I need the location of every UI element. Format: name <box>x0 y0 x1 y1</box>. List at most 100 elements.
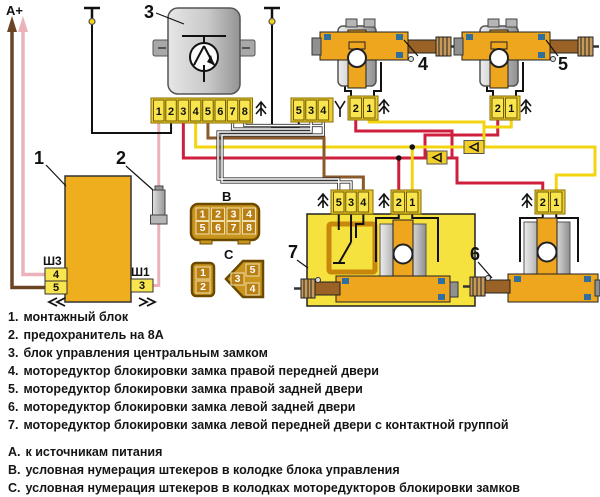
svg-text:1: 1 <box>200 209 206 221</box>
svg-text:4: 4 <box>193 106 200 118</box>
svg-text:5: 5 <box>53 282 59 294</box>
svg-text:4: 4 <box>360 197 367 209</box>
wires <box>7 16 597 291</box>
legend-item: 2.предохранитель на 8А <box>8 328 164 342</box>
actuator7-534-connector: 5 3 4 <box>330 189 374 215</box>
svg-text:1: 1 <box>409 197 415 209</box>
actuator4-connector: 2 1 <box>347 95 379 121</box>
svg-text:3: 3 <box>180 106 186 118</box>
svg-text:3: 3 <box>235 273 241 285</box>
svg-text:3: 3 <box>348 197 354 209</box>
legend-item: 1.монтажный блок <box>8 310 129 324</box>
label-2: 2 <box>116 148 126 168</box>
svg-text:5: 5 <box>205 106 211 118</box>
callout-labels: А+ 1 2 3 4 5 6 7 В С <box>6 2 568 279</box>
arrow-left-icon <box>46 297 66 307</box>
svg-text:6: 6 <box>217 106 223 118</box>
svg-text:1: 1 <box>156 106 162 118</box>
junction-dot-yellow <box>409 144 416 150</box>
svg-text:5: 5 <box>250 264 256 276</box>
label-3: 3 <box>144 2 154 22</box>
power-pink-arrowhead <box>18 16 28 32</box>
label-7: 7 <box>288 242 298 262</box>
red-act4-wire <box>354 118 454 158</box>
svg-text:2: 2 <box>168 106 174 118</box>
svg-text:2: 2 <box>495 103 501 115</box>
fork-ground-icon <box>334 100 346 118</box>
inline-connector-red <box>426 150 448 165</box>
svg-text:4: 4 <box>320 105 327 117</box>
mounting-block: 4 5 3 Ш3 Ш1 <box>43 175 158 307</box>
label-6: 6 <box>470 244 480 264</box>
svg-text:8: 8 <box>246 222 252 234</box>
connector-c-diagram: 1 2 5 3 4 <box>190 259 265 299</box>
svg-text:4: 4 <box>250 283 256 295</box>
actuator6-connector: 2 1 <box>534 189 566 215</box>
legend-note: А.к источникам питания <box>8 445 163 459</box>
fuse <box>150 185 168 225</box>
actuator-right-rear <box>453 18 599 96</box>
actuator5-connector: 2 1 <box>489 95 521 121</box>
chassis-ground-icon <box>378 193 390 209</box>
svg-text:2: 2 <box>353 103 359 115</box>
svg-text:7: 7 <box>229 106 235 118</box>
svg-text:1: 1 <box>366 103 372 115</box>
label-4: 4 <box>418 54 428 74</box>
label-1: 1 <box>34 148 44 168</box>
red-main-wire <box>181 122 545 192</box>
svg-text:3: 3 <box>139 280 145 292</box>
legend-item: 5.моторедуктор блокировки замка правой з… <box>8 382 363 396</box>
power-pink-wire <box>21 30 45 277</box>
legend: 1.монтажный блок 2.предохранитель на 8А … <box>8 308 596 497</box>
svg-text:6: 6 <box>215 222 221 234</box>
ground-point-mid <box>264 6 280 26</box>
control-unit-connector: 1 2 3 4 5 6 7 8 <box>150 97 253 124</box>
control-unit <box>152 7 256 95</box>
arrow-right-icon <box>138 297 158 307</box>
svg-text:5: 5 <box>336 197 342 209</box>
svg-text:7: 7 <box>231 222 237 234</box>
central-lock-schematic: 1 2 3 4 5 6 7 8 5 3 4 <box>6 2 600 307</box>
chassis-ground-icon <box>255 101 267 117</box>
svg-text:1: 1 <box>553 197 559 209</box>
yellow-act5-wire <box>484 118 513 129</box>
actuator-left-front-assembly <box>294 213 476 307</box>
power-brown-wire <box>10 30 45 290</box>
svg-text:3: 3 <box>231 209 237 221</box>
chassis-ground-icon <box>378 99 390 115</box>
svg-text:2: 2 <box>200 281 206 293</box>
label-b: В <box>222 189 231 204</box>
svg-text:8: 8 <box>242 106 248 118</box>
chassis-ground-icon <box>520 99 532 115</box>
white-wires <box>216 121 353 192</box>
label-5: 5 <box>558 54 568 74</box>
svg-text:1: 1 <box>508 103 514 115</box>
power-brown-arrowhead <box>7 16 17 32</box>
inline-connector-yellow <box>463 140 485 154</box>
svg-text:4: 4 <box>246 209 252 221</box>
ground-point-left <box>84 6 100 26</box>
legend-item: 3.блок управления центральным замком <box>8 346 268 360</box>
chassis-ground-icon <box>317 193 329 209</box>
svg-text:5: 5 <box>296 105 302 117</box>
svg-text:5: 5 <box>200 222 206 234</box>
junction-dot-red <box>395 155 402 161</box>
chassis-ground-icon <box>521 193 533 209</box>
svg-text:1: 1 <box>200 267 206 279</box>
svg-text:2: 2 <box>215 209 221 221</box>
fuse-pink-wire <box>153 122 161 287</box>
actuator-left-rear <box>463 214 600 303</box>
contact-group-switch <box>333 214 365 264</box>
label-c: С <box>224 247 234 262</box>
transistor-icon <box>182 35 226 82</box>
pin2-ground-wire <box>91 24 173 134</box>
svg-text:3: 3 <box>308 105 314 117</box>
svg-text:4: 4 <box>53 269 60 281</box>
legend-note: С.условная нумерация штекеров в колодках… <box>8 481 520 495</box>
legend-item: 4.моторедуктор блокировки замка правой п… <box>8 364 379 378</box>
legend-item: 6.моторедуктор блокировки замка левой за… <box>8 400 356 414</box>
svg-text:2: 2 <box>396 197 402 209</box>
legend-note: В.условная нумерация штекеров в колодке … <box>8 463 400 477</box>
svg-text:2: 2 <box>540 197 546 209</box>
